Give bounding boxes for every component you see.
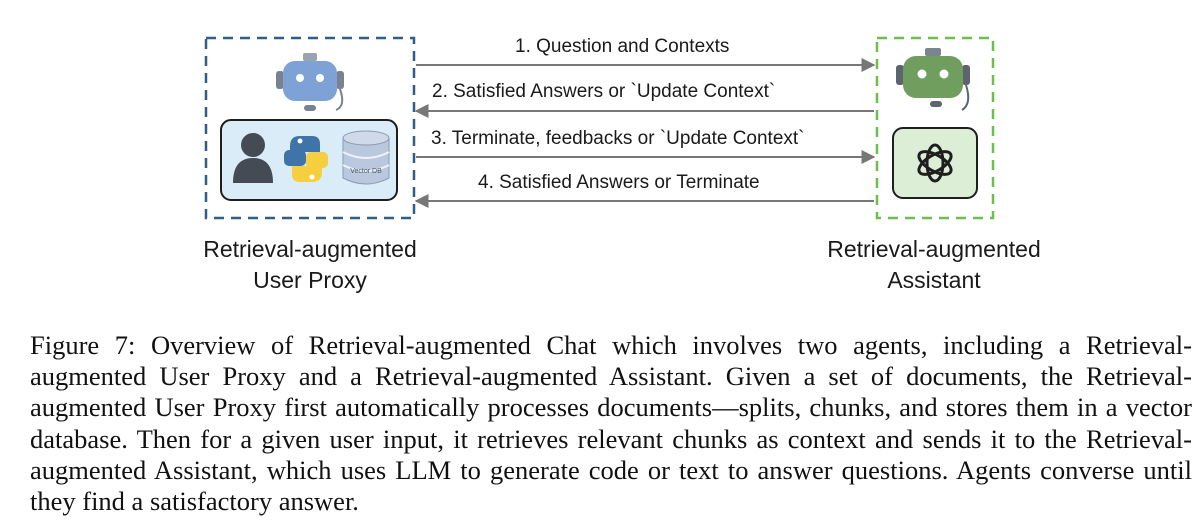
user-proxy-frame — [204, 36, 416, 220]
message-label-3: 3. Terminate, feedbacks or `Update Conte… — [431, 128, 805, 149]
vector-db-label: Vector DB — [350, 168, 382, 175]
assistant-frame — [875, 36, 995, 220]
assistant-label-line1: Retrieval-augmented — [827, 236, 1041, 262]
retrieval-chat-diagram: Vector DB 1. Question and Contexts 2 — [160, 36, 1084, 296]
user-proxy-label-line2: User Proxy — [253, 267, 367, 293]
robot-head-icon — [896, 48, 970, 111]
message-label-4: 4. Satisfied Answers or Terminate — [478, 172, 760, 193]
assistant-label: Retrieval-augmented Assistant — [784, 234, 1084, 296]
database-icon: Vector DB — [342, 130, 390, 185]
assistant-panel — [892, 127, 978, 199]
robot-head-icon — [276, 53, 344, 111]
message-label-1: 1. Question and Contexts — [515, 36, 730, 57]
assistant-label-line2: Assistant — [887, 267, 981, 293]
person-icon — [233, 133, 273, 183]
user-proxy-label-line1: Retrieval-augmented — [203, 236, 417, 262]
message-label-2: 2. Satisfied Answers or `Update Context` — [432, 81, 776, 102]
figure-caption: Figure 7: Overview of Retrieval-augmente… — [30, 330, 1192, 517]
user-proxy-label: Retrieval-augmented User Proxy — [160, 234, 460, 296]
openai-logo-icon — [917, 143, 953, 183]
python-logo-icon — [284, 136, 328, 182]
